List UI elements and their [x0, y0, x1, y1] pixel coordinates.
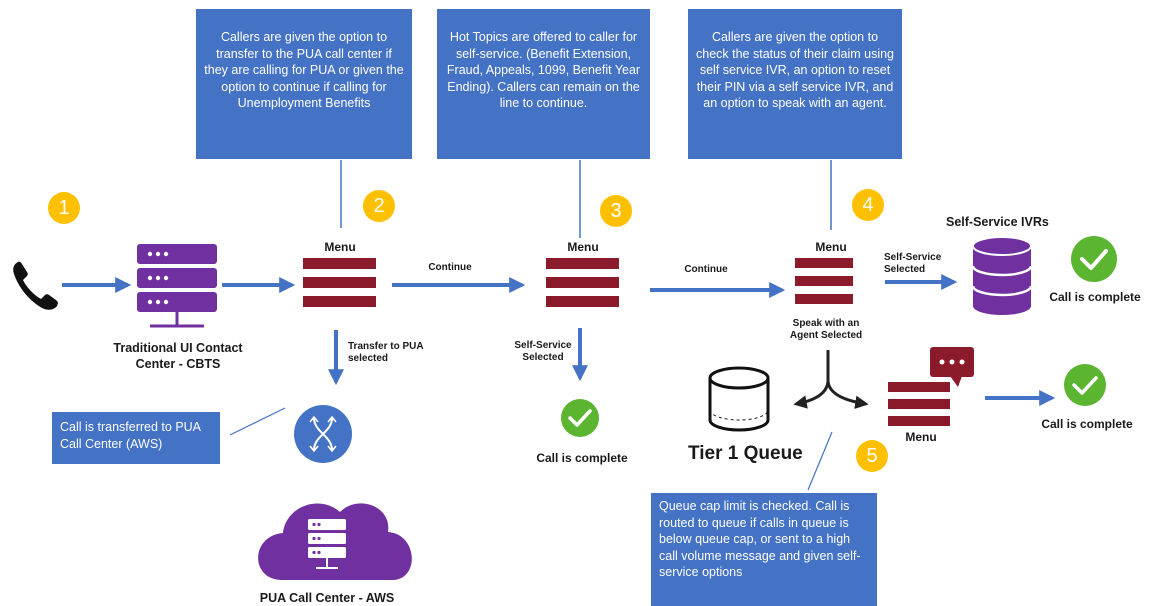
check-icon — [1064, 364, 1106, 406]
step-badge-4: 4 — [852, 189, 884, 221]
callout-step-4: Callers are given the option to check th… — [688, 9, 902, 159]
callout-connector-queue — [807, 431, 833, 491]
phone-icon — [13, 261, 59, 310]
cloud-server-icon — [258, 503, 412, 580]
callout-step-2: Callers are given the option to transfer… — [196, 9, 412, 159]
chat-icon — [930, 347, 974, 387]
call-complete-label-3: Call is complete — [536, 451, 628, 465]
self-service-selected-label-4: Self-Service Selected — [884, 252, 942, 275]
check-icon — [561, 399, 599, 437]
menu-icon — [546, 258, 619, 307]
callout-transfer: Call is transferred to PUA Call Center (… — [52, 412, 220, 464]
callout-connector-transfer — [229, 407, 286, 436]
speak-agent-label: Speak with an Agent Selected — [789, 318, 863, 341]
menu-label-2: Menu — [324, 240, 356, 254]
menu-icon — [888, 382, 950, 426]
menu-label-3: Menu — [567, 240, 599, 254]
continue-label-2: Continue — [684, 264, 728, 275]
step-badge-1: 1 — [48, 192, 80, 224]
step-badge-3: 3 — [600, 195, 632, 227]
cylinder-icon — [708, 366, 770, 432]
self-service-selected-label: Self-Service Selected — [514, 340, 572, 363]
menu-icon — [795, 258, 853, 304]
menu-label-5: Menu — [905, 430, 937, 444]
branch-arrow-icon — [793, 350, 869, 409]
server-icon — [137, 244, 217, 328]
split-icon — [294, 405, 352, 463]
database-icon — [971, 236, 1033, 315]
menu-label-4: Menu — [815, 240, 847, 254]
pua-center-label: PUA Call Center - AWS — [259, 591, 395, 605]
call-complete-label-ivr: Call is complete — [1049, 290, 1141, 304]
traditional-center-label: Traditional UI Contact Center - CBTS — [113, 341, 243, 371]
callout-step-3: Hot Topics are offered to caller for sel… — [437, 9, 650, 159]
self-service-ivrs-label: Self-Service IVRs — [946, 215, 1049, 229]
menu-icon — [303, 258, 376, 307]
call-complete-label-5: Call is complete — [1041, 417, 1133, 431]
transfer-pua-label: Transfer to PUA selected — [348, 341, 424, 364]
tier1-queue-label: Tier 1 Queue — [688, 443, 803, 464]
callout-queue: Queue cap limit is checked. Call is rout… — [651, 493, 877, 606]
step-badge-2: 2 — [363, 190, 395, 222]
continue-label-1: Continue — [428, 262, 472, 273]
check-icon — [1071, 236, 1117, 282]
step-badge-5: 5 — [856, 440, 888, 472]
